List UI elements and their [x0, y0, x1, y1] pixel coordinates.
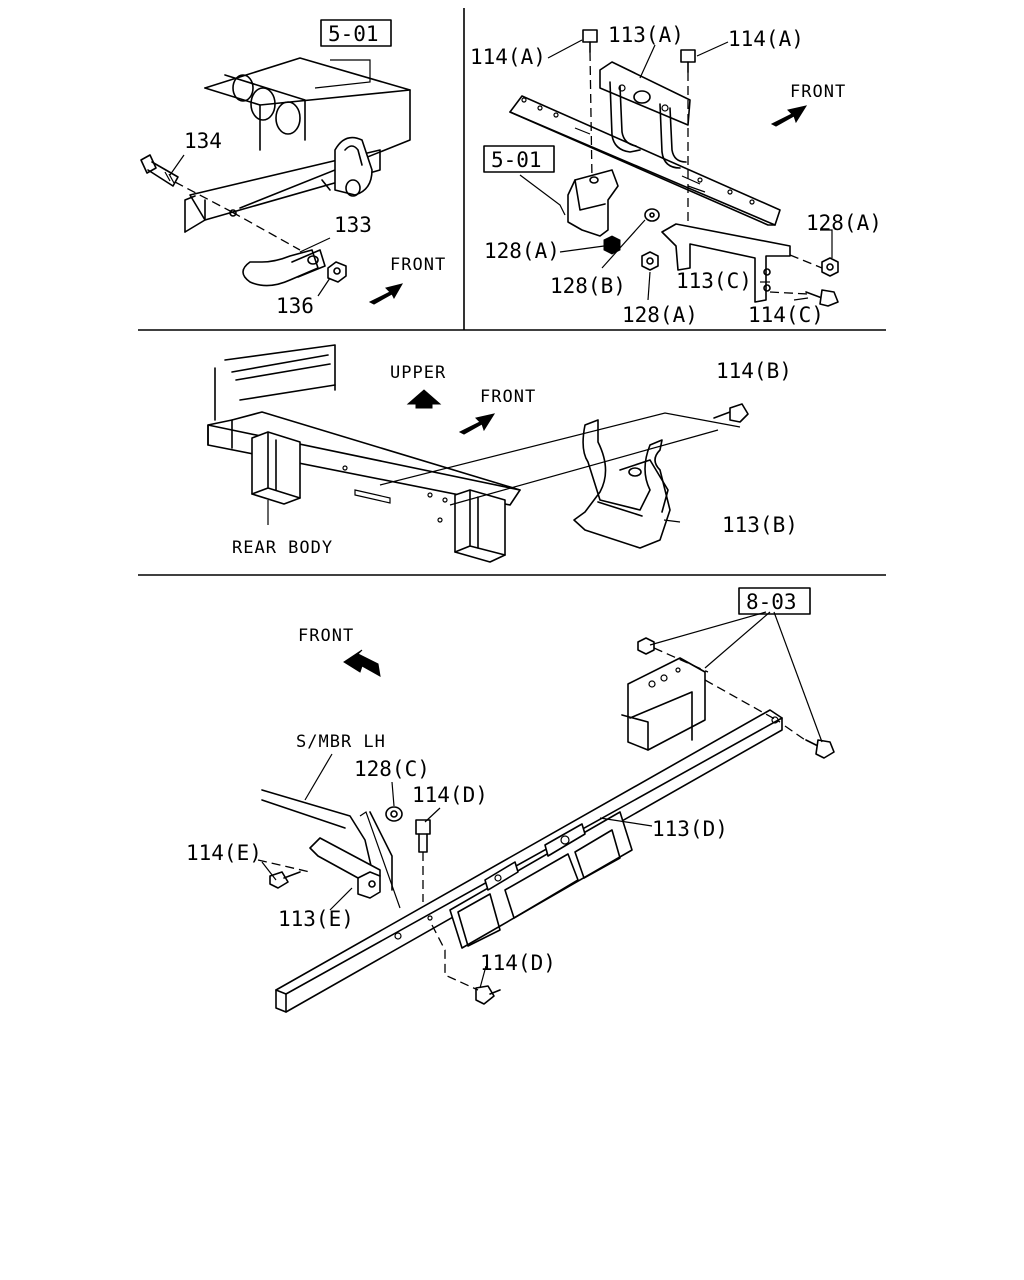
- bracket-113c: [661, 223, 791, 303]
- bolt-134: [140, 154, 179, 187]
- reflector-panel: [449, 811, 633, 949]
- nut-128a-left: [603, 235, 621, 255]
- part-label-114e: 114(E): [186, 841, 262, 865]
- washer-128c: [385, 806, 403, 822]
- ref-box-top-right: [483, 145, 555, 173]
- support-rail: [509, 95, 781, 226]
- part-label-128b: 128(B): [550, 274, 626, 298]
- front-direction-label: FRONT: [480, 387, 536, 407]
- washer-128b: [644, 208, 660, 222]
- part-label-133: 133: [334, 213, 372, 237]
- ref-box-bottom: [738, 587, 811, 615]
- panel-underrun-bar: FRONT 8-03 S/MBR LH 128(C) 114(D) 113(D)…: [186, 587, 835, 1013]
- bolt-114c: [805, 289, 839, 307]
- part-label-113b: 113(B): [722, 513, 798, 537]
- part-label-114a-right: 114(A): [728, 27, 804, 51]
- bolt-114a-right: [680, 49, 696, 73]
- nut-128a-middle: [641, 251, 659, 271]
- ref-label: 5-01: [491, 148, 542, 172]
- rear-body-frame: [207, 344, 521, 563]
- side-member-lh: [261, 789, 393, 891]
- panel-bracket-assembly: 5-01 114(A) 113(A) 114(A) FRONT 128(A) 1…: [470, 23, 882, 327]
- front-direction-label: FRONT: [790, 82, 846, 102]
- nut-128a-right: [821, 257, 839, 277]
- panel-tow-hook: 5-01 134 133 136 FRONT: [140, 19, 446, 318]
- bracket-113a: [599, 61, 691, 169]
- front-arrow-icon: [368, 283, 404, 305]
- upper-arrow-icon: [406, 389, 442, 409]
- part-label-136: 136: [276, 294, 314, 318]
- hook-133: [242, 249, 326, 287]
- part-label-114b: 114(B): [716, 359, 792, 383]
- part-label-128a-right: 128(A): [806, 211, 882, 235]
- panel-rear-body: UPPER FRONT 114(B) 113(B) REAR BODY: [207, 344, 798, 563]
- nut-license-top: [637, 637, 655, 655]
- license-bracket: [621, 657, 706, 751]
- bolt-license-right: [805, 739, 835, 759]
- underrun-bar-113d: [275, 709, 783, 1013]
- bolt-114b: [713, 403, 749, 423]
- part-label-128c: 128(C): [354, 757, 430, 781]
- bolt-114a-left: [582, 29, 598, 53]
- ref-label: 8-03: [746, 590, 797, 614]
- nut-136: [327, 261, 347, 283]
- bolt-114d-top: [415, 819, 431, 853]
- frame-beam-illustration: [184, 57, 411, 233]
- rear-body-label: REAR BODY: [232, 538, 333, 558]
- part-label-113a: 113(A): [608, 23, 684, 47]
- part-label-113d: 113(D): [652, 817, 728, 841]
- part-label-113c: 113(C): [676, 269, 752, 293]
- bolt-114e: [269, 871, 301, 889]
- part-label-114d-bottom: 114(D): [480, 951, 556, 975]
- front-arrow-icon: [770, 105, 808, 127]
- part-label-128a-middle: 128(A): [622, 303, 698, 327]
- side-member-label: S/MBR LH: [296, 732, 386, 752]
- part-label-114d-top: 114(D): [412, 783, 488, 807]
- part-label-128a-left: 128(A): [484, 239, 560, 263]
- part-label-113e: 113(E): [278, 907, 354, 931]
- part-label-114a-left: 114(A): [470, 45, 546, 69]
- bolt-114d-bottom: [475, 985, 501, 1005]
- front-direction-label: FRONT: [390, 255, 446, 275]
- part-label-134: 134: [184, 129, 222, 153]
- bracket-113b: [573, 419, 671, 549]
- ref-box-top-left: [320, 19, 392, 47]
- mounting-clip: [567, 169, 619, 237]
- part-label-114c: 114(C): [748, 303, 824, 327]
- bracket-113e: [309, 837, 381, 899]
- front-arrow-icon: [458, 413, 496, 435]
- upper-direction-label: UPPER: [390, 363, 446, 383]
- ref-label: 5-01: [328, 22, 379, 46]
- front-arrow-icon: [343, 649, 381, 677]
- front-direction-label: FRONT: [298, 626, 354, 646]
